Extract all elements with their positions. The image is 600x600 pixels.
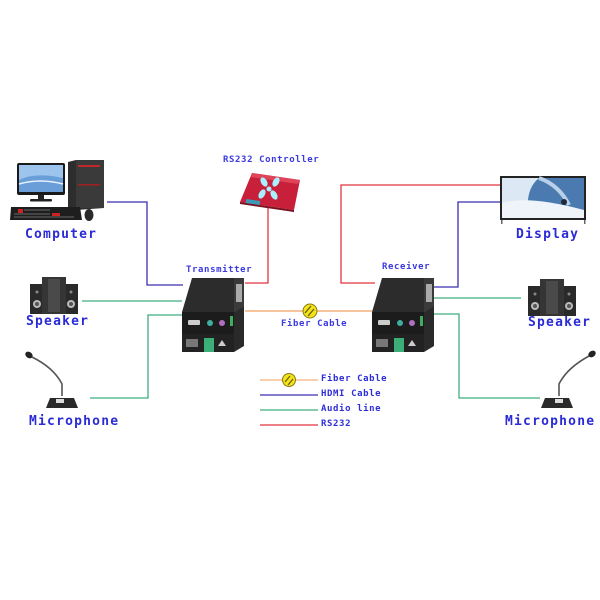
legend-fiber-ring-icon <box>282 373 296 387</box>
microphone-left-icon <box>25 351 78 408</box>
microphone-right-label: Microphone <box>505 414 596 429</box>
legend-lines <box>260 373 318 426</box>
transmitter-label: Transmitter <box>186 265 253 275</box>
transmitter-icon <box>182 278 244 352</box>
speaker-right-icon <box>528 279 576 316</box>
speaker-right-label: Speaker <box>528 315 592 330</box>
audio-wire-microphone-left <box>90 314 183 399</box>
hdmi-wire-display <box>434 201 500 288</box>
rs232-controller-icon <box>240 173 300 212</box>
audio-wire-microphone-right <box>434 313 540 399</box>
microphone-left-label: Microphone <box>29 414 120 429</box>
microphone-right-icon <box>541 350 596 408</box>
receiver-label: Receiver <box>382 262 431 272</box>
legend-label-hdmi: HDMI Cable <box>321 389 382 399</box>
desktop-computer-icon <box>10 160 104 221</box>
tv-display-icon <box>500 176 586 224</box>
rs232-wire-controller <box>245 207 269 284</box>
display-label: Display <box>516 227 580 242</box>
hdmi-wire-computer <box>107 201 183 286</box>
legend-label-rs232: RS232 <box>321 419 352 429</box>
speaker-left-icon <box>30 277 78 314</box>
fiber-cable-label: Fiber Cable <box>281 319 348 329</box>
rs232-wire-display <box>340 184 500 284</box>
fiber-ring-icon <box>302 303 318 319</box>
computer-label: Computer <box>25 227 98 242</box>
legend-label-audio: Audio line <box>321 404 382 414</box>
rs232-controller-label: RS232 Controller <box>223 155 320 165</box>
legend-label-fiber: Fiber Cable <box>321 374 388 384</box>
receiver-icon <box>372 278 434 352</box>
speaker-left-label: Speaker <box>26 314 90 329</box>
